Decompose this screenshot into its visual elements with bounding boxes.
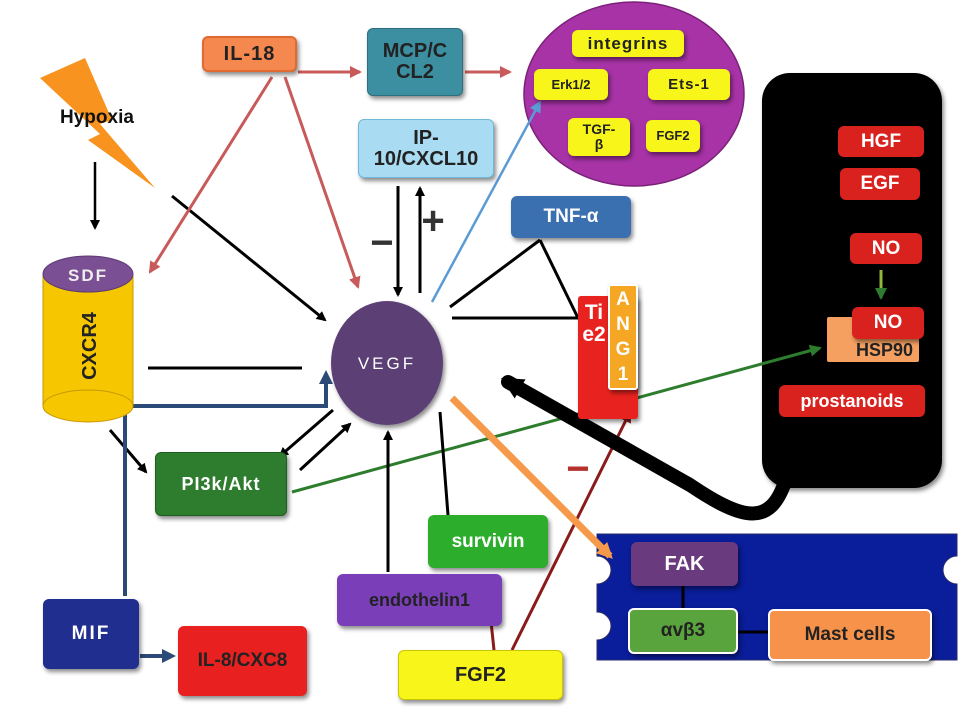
hypoxia-label: Hypoxia	[60, 107, 134, 128]
arrow-il18-vegf	[283, 76, 361, 289]
hsp90-label: HSP90	[855, 340, 913, 361]
fgf2-node: FGF2	[398, 650, 563, 700]
erk-node: Erk1/2	[534, 69, 608, 100]
tie2-label: Tie2	[582, 301, 606, 346]
egf-node: EGF	[840, 168, 920, 200]
lightning-bolt-icon	[40, 58, 155, 188]
ets-node: Ets-1	[648, 69, 730, 100]
no-node-1: NO	[850, 233, 922, 264]
arrow-pi3k-hsp90	[291, 344, 822, 494]
sdf-cylinder-top	[42, 255, 134, 293]
vegf-node	[331, 301, 443, 425]
line-tnfa-tie2	[538, 239, 580, 319]
sdf-label: SDF	[68, 266, 108, 285]
ang1-label: ANG1	[615, 289, 631, 385]
cxcr4-cylinder-bottom	[42, 389, 134, 423]
avb3-node: αvβ3	[628, 608, 738, 654]
tnfa-node: TNF-α	[511, 196, 631, 238]
plus-sign: +	[421, 199, 444, 243]
mast-cells-node: Mast cells	[768, 609, 932, 661]
cxcr4-cylinder-body	[42, 275, 134, 407]
cxcr4-label: CXCR4	[79, 311, 101, 380]
vegf-label: VEGF	[358, 354, 416, 373]
endothelin-node: endothelin1	[337, 574, 502, 626]
il8-node: IL-8/CXC8	[178, 626, 307, 696]
mif-node: MIF	[43, 599, 139, 669]
survivin-node: survivin	[428, 515, 548, 568]
arrow-mif-vegf	[123, 370, 333, 596]
arrow-il18-sdf	[148, 76, 274, 274]
arrow-pi3k-vegf	[298, 422, 352, 472]
prostanoids-node: prostanoids	[779, 385, 925, 417]
fak-node: FAK	[631, 542, 738, 586]
arrow-panel-vegf	[501, 375, 792, 521]
fgf2-small-node: FGF2	[646, 120, 700, 152]
arrow-vegf-pi3k	[278, 408, 334, 458]
ip10-node: IP- 10/CXCL10	[358, 119, 494, 178]
ang1-node	[608, 284, 638, 390]
line-survivin-vegf	[438, 411, 450, 516]
arrow-cxcr4-pi3k	[108, 429, 148, 474]
arrow-vegf-fak	[449, 395, 613, 559]
il18-node: IL-18	[202, 36, 297, 72]
line-vegf-tnfa	[449, 238, 541, 309]
integrins-node: integrins	[572, 30, 684, 57]
no-node-2: NO	[852, 307, 924, 339]
arrow-fgf2-tie2	[510, 410, 632, 651]
arrow-vegf-integrins	[430, 100, 542, 303]
tgfb-node: TGF- β	[568, 118, 630, 156]
mcp-node: MCP/C CL2	[367, 28, 463, 96]
minus-sign-fgf2: −	[566, 447, 589, 491]
pi3k-node: PI3k/Akt	[155, 452, 287, 516]
arrow-hypoxia-vegf	[171, 194, 327, 322]
minus-sign-ip10: −	[370, 221, 393, 265]
hgf-node: HGF	[838, 126, 924, 157]
